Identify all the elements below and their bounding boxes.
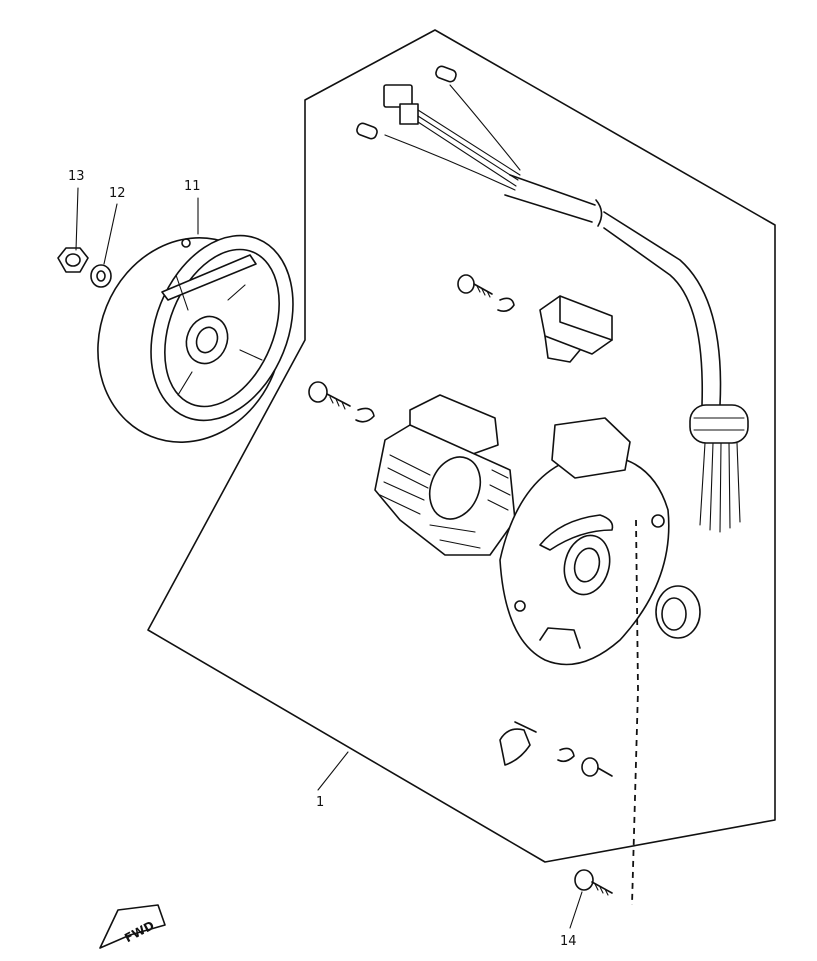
callout-14: 14 bbox=[560, 934, 577, 949]
callout-1: 1 bbox=[316, 795, 324, 810]
assembly-outline bbox=[147, 29, 776, 863]
screw-stator bbox=[308, 381, 375, 423]
nut bbox=[57, 247, 89, 273]
base-plate bbox=[499, 417, 670, 666]
bolt bbox=[574, 869, 613, 896]
leader-lines bbox=[75, 187, 583, 929]
flywheel-rotor bbox=[97, 234, 294, 443]
stator-coil bbox=[374, 394, 516, 556]
oil-seal bbox=[655, 585, 701, 639]
dashed-guide-line bbox=[631, 519, 639, 906]
callout-13: 13 bbox=[68, 169, 85, 184]
pickup-coil bbox=[539, 295, 613, 363]
lead-clamp bbox=[499, 721, 537, 766]
callout-12: 12 bbox=[109, 186, 126, 201]
wiring-harness bbox=[356, 65, 749, 533]
screw-upper bbox=[457, 274, 515, 312]
washer bbox=[90, 264, 112, 288]
fwd-arrow-icon: FWD bbox=[99, 904, 166, 949]
screw-lower bbox=[557, 747, 613, 777]
callout-11: 11 bbox=[184, 179, 201, 194]
